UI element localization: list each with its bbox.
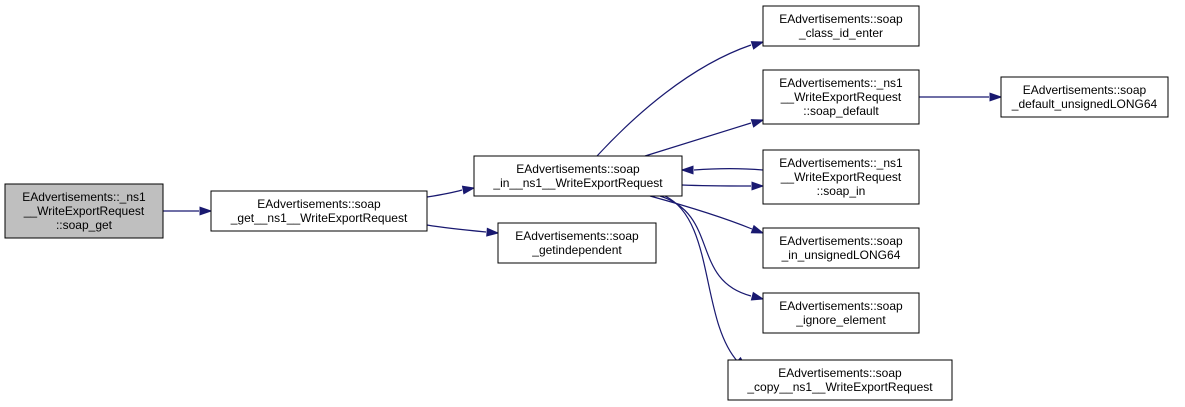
- edge-soap_in_ns1-to-soap_default: [644, 119, 765, 157]
- edge-line: [426, 189, 463, 198]
- node-label-line: ::soap_get: [56, 218, 113, 232]
- arrowhead-icon: [751, 181, 765, 191]
- edge-soap_get_ns1-to-soap_in_ns1: [426, 185, 476, 198]
- node-box: [473, 155, 683, 197]
- node-soap_default[interactable]: EAdvertisements::_ns1__WriteExportReques…: [762, 69, 920, 125]
- nodes-layer: EAdvertisements::_ns1__WriteExportReques…: [4, 5, 1169, 401]
- arrowhead-icon: [199, 206, 213, 216]
- edge-soap_get_ns1-to-soap_getindependent: [426, 224, 500, 237]
- node-label-line: EAdvertisements::_ns1: [22, 190, 146, 204]
- edge-soap_in_ns1-to-soap_in_unsignedLONG64: [649, 195, 765, 234]
- node-label-line: __WriteExportRequest: [780, 90, 902, 104]
- node-box: [4, 183, 164, 239]
- node-soap_ignore_element[interactable]: EAdvertisements::soap_ignore_element: [762, 292, 920, 334]
- node-label-line: EAdvertisements::_ns1: [779, 156, 903, 170]
- edge-line: [596, 44, 752, 157]
- edge-line: [664, 195, 739, 363]
- edge-line: [681, 184, 752, 187]
- edge-line: [644, 122, 752, 157]
- node-box: [727, 359, 953, 401]
- node-label-line: EAdvertisements::soap: [515, 229, 639, 243]
- node-label-line: EAdvertisements::soap: [257, 197, 381, 211]
- node-box: [762, 149, 920, 205]
- node-label-line: _default_unsignedLONG64: [1011, 97, 1158, 111]
- node-box: [210, 190, 428, 232]
- edge-soap_in_ns1-to-soap_in: [681, 181, 765, 191]
- node-label-line: _ignore_element: [795, 313, 886, 327]
- node-label-line: _in_unsignedLONG64: [781, 248, 901, 262]
- edge-line: [649, 195, 753, 230]
- node-label-line: ::soap_default: [803, 104, 879, 118]
- edge-soap_in-to-soap_in_ns1: [680, 165, 764, 175]
- arrowhead-icon: [750, 119, 765, 128]
- node-label-line: _get__ns1__WriteExportRequest: [230, 211, 408, 225]
- node-label-line: __WriteExportRequest: [23, 204, 145, 218]
- node-soap_copy_ns1[interactable]: EAdvertisements::soap_copy__ns1__WriteEx…: [727, 359, 953, 401]
- node-label-line: EAdvertisements::soap: [516, 162, 640, 176]
- edge-line: [659, 195, 752, 297]
- node-soap_get_ns1[interactable]: EAdvertisements::soap_get__ns1__WriteExp…: [210, 190, 428, 232]
- node-soap_in[interactable]: EAdvertisements::_ns1__WriteExportReques…: [762, 149, 920, 205]
- node-soap_get_root: EAdvertisements::_ns1__WriteExportReques…: [4, 183, 164, 239]
- arrowhead-icon: [750, 224, 765, 234]
- node-label-line: EAdvertisements::soap: [779, 234, 903, 248]
- arrowhead-icon: [486, 227, 500, 237]
- node-box: [497, 222, 657, 264]
- node-label-line: _class_id_enter: [798, 26, 883, 40]
- node-soap_default_unsignedLONG64[interactable]: EAdvertisements::soap_default_unsignedLO…: [1000, 76, 1169, 118]
- arrowhead-icon: [989, 92, 1003, 102]
- arrowhead-icon: [750, 291, 765, 301]
- node-label-line: __WriteExportRequest: [780, 170, 902, 184]
- node-label-line: EAdvertisements::soap: [1023, 83, 1147, 97]
- node-soap_class_id_enter[interactable]: EAdvertisements::soap_class_id_enter: [762, 5, 920, 47]
- node-box: [762, 292, 920, 334]
- edge-soap_in_ns1-to-soap_class_id_enter: [596, 41, 765, 157]
- arrowhead-icon: [461, 185, 476, 195]
- node-soap_getindependent[interactable]: EAdvertisements::soap_getindependent: [497, 222, 657, 264]
- arrowhead-icon: [680, 165, 694, 175]
- node-label-line: _getindependent: [531, 243, 622, 257]
- node-box: [762, 227, 920, 269]
- node-box: [762, 5, 920, 47]
- node-label-line: EAdvertisements::soap: [778, 366, 902, 380]
- edges-layer: [163, 41, 1003, 370]
- node-label-line: EAdvertisements::soap: [779, 299, 903, 313]
- node-label-line: EAdvertisements::_ns1: [779, 76, 903, 90]
- node-label-line: EAdvertisements::soap: [779, 12, 903, 26]
- edge-soap_get_root-to-soap_get_ns1: [163, 206, 213, 216]
- edge-soap_in_ns1-to-soap_ignore_element: [659, 195, 765, 301]
- edge-line: [426, 224, 487, 233]
- node-label-line: _in__ns1__WriteExportRequest: [492, 176, 663, 190]
- edge-soap_default-to-soap_default_unsignedLONG64: [919, 92, 1003, 102]
- node-box: [762, 69, 920, 125]
- node-label-line: _copy__ns1__WriteExportRequest: [746, 380, 933, 394]
- edge-line: [693, 167, 764, 171]
- node-label-line: ::soap_in: [817, 184, 866, 198]
- node-soap_in_ns1[interactable]: EAdvertisements::soap_in__ns1__WriteExpo…: [473, 155, 683, 197]
- arrowhead-icon: [750, 41, 765, 50]
- node-box: [1000, 76, 1169, 118]
- node-soap_in_unsignedLONG64[interactable]: EAdvertisements::soap_in_unsignedLONG64: [762, 227, 920, 269]
